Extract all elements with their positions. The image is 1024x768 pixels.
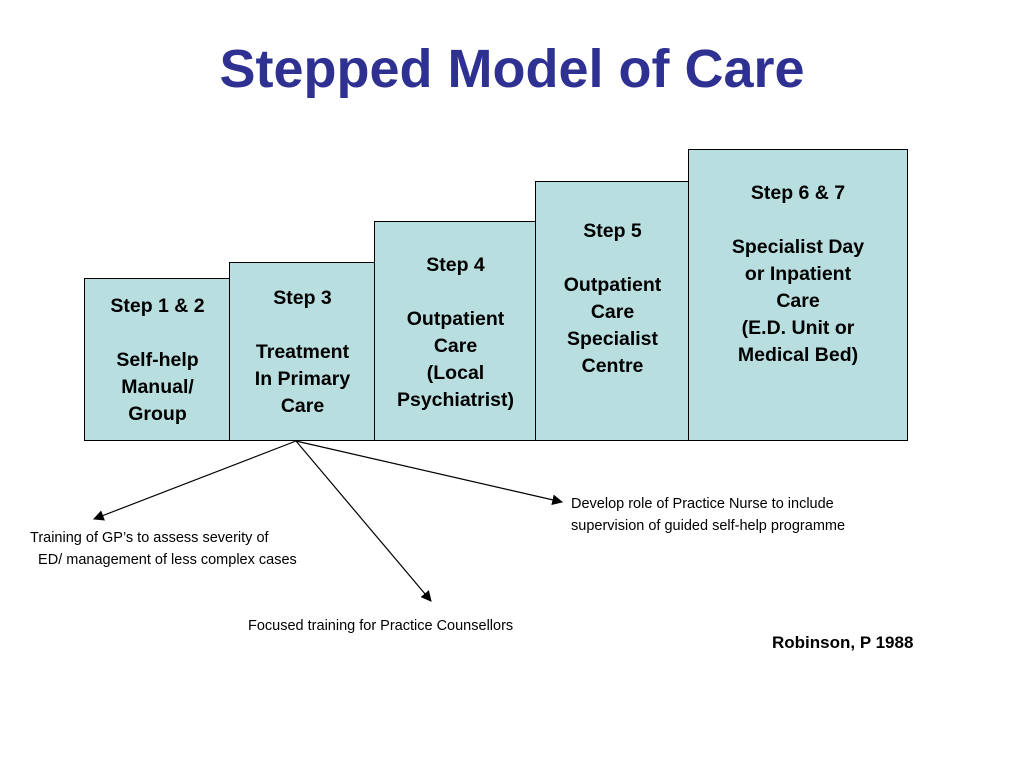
step-5-box: Step 5 Outpatient Care Specialist Centre [535,181,690,441]
step-description: Outpatient Care (Local Psychiatrist) [396,308,515,411]
slide-title: Stepped Model of Care [219,39,805,99]
step-description: Outpatient Care Specialist Centre [563,274,662,377]
step-6-7-box: Step 6 & 7 Specialist Day or Inpatient C… [688,149,908,441]
step-description: Specialist Day or Inpatient Care (E.D. U… [731,236,865,366]
arrow-to-gp-training [92,440,297,521]
arrow-to-counsellors [295,440,432,602]
citation: Robinson, P 1988 [772,633,914,652]
step-1-2-box: Step 1 & 2 Self-help Manual/ Group [84,278,231,441]
note-gp-training: Training of GP’s to assess severity of E… [30,530,297,568]
step-description: Treatment In Primary Care [254,341,351,417]
step-4-box: Step 4 Outpatient Care (Local Psychiatri… [374,221,537,441]
note-practice-nurse: Develop role of Practice Nurse to includ… [571,496,846,534]
step-heading: Step 4 [426,254,485,276]
step-heading: Step 6 & 7 [750,182,846,204]
step-description: Self-help Manual/ Group [116,349,199,425]
step-heading: Step 1 & 2 [110,295,205,317]
note-counsellors: Focused training for Practice Counsellor… [248,618,514,634]
step-heading: Step 3 [273,287,332,309]
arrow-to-practice-nurse [295,440,564,506]
step-heading: Step 5 [583,220,642,242]
